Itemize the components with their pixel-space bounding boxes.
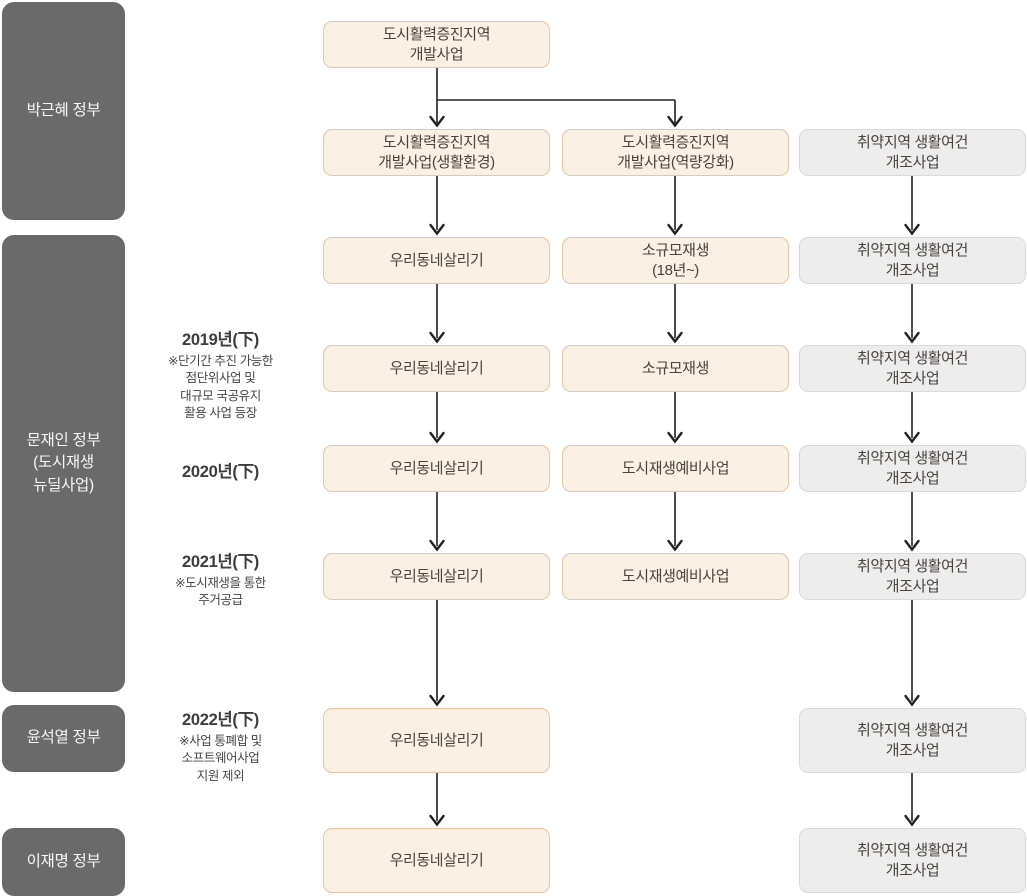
- box-vulnerable-area-r6: 취약지역 생활여건 개조사업: [799, 553, 1026, 600]
- box-woori-village-r8: 우리동네살리기: [323, 828, 550, 893]
- box-label: 취약지역 생활여건 개조사업: [857, 350, 968, 387]
- box-label: 도시활력증진지역 개발사업: [382, 26, 491, 63]
- govt-label: 박근혜 정부: [26, 101, 101, 119]
- box-regeneration-preliminary-r6: 도시재생예비사업: [562, 553, 789, 600]
- year-label-2019: 2019년(下) ※단기간 추진 가능한 점단위사업 및 대규모 국공유지 활용…: [143, 326, 298, 422]
- box-woori-village-r5: 우리동네살리기: [323, 445, 550, 492]
- box-vulnerable-area-r2: 취약지역 생활여건 개조사업: [799, 129, 1026, 176]
- box-vulnerable-area-r5: 취약지역 생활여건 개조사업: [799, 445, 1026, 492]
- box-label: 도시재생예비사업: [621, 459, 730, 477]
- box-woori-village-r7: 우리동네살리기: [323, 708, 550, 773]
- box-label: 소규모재생 (18년~): [641, 242, 709, 279]
- box-label: 우리동네살리기: [389, 851, 484, 869]
- year-label-2020: 2020년(下): [143, 458, 298, 482]
- box-vulnerable-area-r3: 취약지역 생활여건 개조사업: [799, 237, 1026, 284]
- box-woori-village-r6: 우리동네살리기: [323, 553, 550, 600]
- year-text: 2020년(下): [182, 463, 259, 481]
- box-woori-village-r4: 우리동네살리기: [323, 345, 550, 392]
- box-vulnerable-area-r8: 취약지역 생활여건 개조사업: [799, 828, 1026, 893]
- box-regeneration-preliminary-r5: 도시재생예비사업: [562, 445, 789, 492]
- box-label: 취약지역 생활여건 개조사업: [857, 134, 968, 171]
- box-label: 도시활력증진지역 개발사업(역량강화): [617, 134, 734, 171]
- year-text: 2022년(下): [182, 711, 259, 729]
- box-label: 취약지역 생활여건 개조사업: [857, 722, 968, 759]
- govt-label: 윤석열 정부: [26, 729, 101, 747]
- box-label: 취약지역 생활여건 개조사업: [857, 558, 968, 595]
- box-small-regeneration-2018: 소규모재생 (18년~): [562, 237, 789, 284]
- box-label: 우리동네살리기: [389, 251, 484, 269]
- box-urban-vitality-capacity: 도시활력증진지역 개발사업(역량강화): [562, 129, 789, 176]
- year-label-2021: 2021년(下) ※도시재생을 통한 주거공급: [143, 548, 298, 610]
- year-note: ※단기간 추진 가능한 점단위사업 및 대규모 국공유지 활용 사업 등장: [167, 354, 274, 420]
- box-urban-vitality-living-env: 도시활력증진지역 개발사업(생활환경): [323, 129, 550, 176]
- box-label: 우리동네살리기: [389, 359, 484, 377]
- box-small-regeneration-r4: 소규모재생: [562, 345, 789, 392]
- box-label: 취약지역 생활여건 개조사업: [857, 450, 968, 487]
- year-note: ※도시재생을 통한 주거공급: [175, 576, 266, 608]
- year-text: 2021년(下): [182, 553, 259, 571]
- box-label: 도시활력증진지역 개발사업(생활환경): [378, 134, 495, 171]
- box-label: 소규모재생: [641, 359, 709, 377]
- box-urban-vitality-program: 도시활력증진지역 개발사업: [323, 21, 550, 68]
- year-label-2022: 2022년(下) ※사업 통폐합 및 소프트웨어사업 지원 제외: [143, 706, 298, 785]
- sidebar-govt-yoon-sukyeol: 윤석열 정부: [2, 705, 125, 772]
- box-label: 우리동네살리기: [389, 567, 484, 585]
- box-label: 도시재생예비사업: [621, 567, 730, 585]
- sidebar-govt-moon-jaein: 문재인 정부 (도시재생 뉴딜사업): [2, 235, 125, 692]
- year-text: 2019년(下): [182, 331, 259, 349]
- govt-label: 문재인 정부 (도시재생 뉴딜사업): [26, 431, 101, 494]
- box-label: 우리동네살리기: [389, 459, 484, 477]
- year-note: ※사업 통폐합 및 소프트웨어사업 지원 제외: [179, 734, 262, 783]
- box-vulnerable-area-r4: 취약지역 생활여건 개조사업: [799, 345, 1026, 392]
- box-label: 취약지역 생활여건 개조사업: [857, 842, 968, 879]
- sidebar-govt-lee-jaemyung: 이재명 정부: [2, 828, 125, 896]
- box-label: 취약지역 생활여건 개조사업: [857, 242, 968, 279]
- box-woori-village-r3: 우리동네살리기: [323, 237, 550, 284]
- box-label: 우리동네살리기: [389, 731, 484, 749]
- box-vulnerable-area-r7: 취약지역 생활여건 개조사업: [799, 708, 1026, 773]
- govt-label: 이재명 정부: [26, 852, 101, 870]
- sidebar-govt-park-geunhye: 박근혜 정부: [2, 2, 125, 220]
